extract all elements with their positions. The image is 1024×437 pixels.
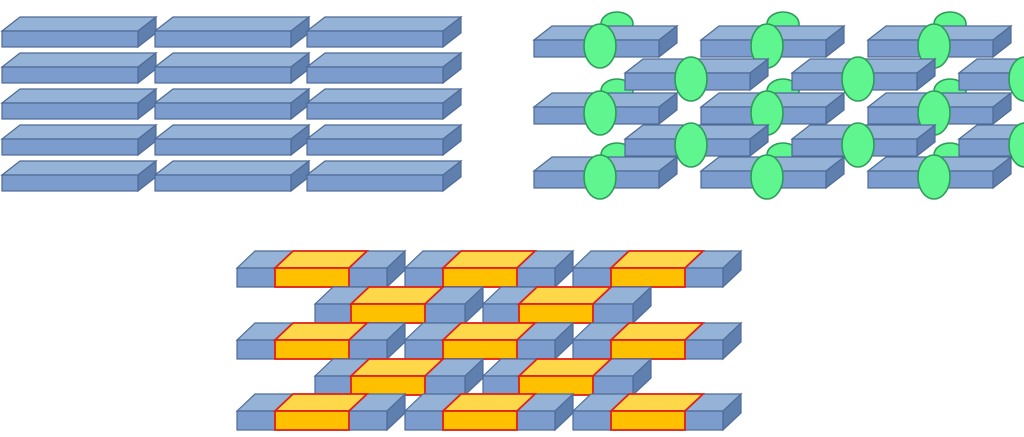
highlight-front-face	[610, 267, 686, 288]
spacer-front	[750, 154, 784, 200]
slab-top-face	[0, 88, 158, 104]
slab-front-face	[154, 174, 292, 192]
sheet-c-main-r2-c2	[571, 392, 743, 432]
highlight-front-face	[610, 339, 686, 360]
slab-top-face	[0, 16, 158, 32]
sheet-c-offset-r0-c0	[313, 285, 485, 325]
sheet-a-r2-c2	[305, 87, 463, 121]
sheet-a-r0-c2	[305, 15, 463, 49]
highlight-front-face	[274, 410, 350, 431]
spacer-front	[917, 154, 951, 200]
sheet-a-r3-c2	[305, 123, 463, 157]
slab-top-face	[0, 52, 158, 68]
spacer-front	[583, 90, 617, 136]
sheet-a-r4-c0	[0, 159, 158, 193]
spacer-front	[583, 154, 617, 200]
slab-top-face	[0, 124, 158, 140]
sheet-a-r1-c2	[305, 51, 463, 85]
panel-sheets-with-spacers	[532, 11, 1024, 200]
sheet-a-r3-c0	[0, 123, 158, 157]
slab-top-face	[305, 160, 463, 176]
highlight-front-face	[274, 267, 350, 288]
highlight-front-face	[518, 303, 594, 324]
sheet-a-r1-c1	[153, 51, 311, 85]
sheet-c-offset-r1-c0	[313, 357, 485, 397]
sheet-a-r0-c1	[153, 15, 311, 49]
slab-top-face	[957, 58, 1024, 74]
slab-front-face	[1, 174, 139, 192]
slab-top-face	[957, 124, 1024, 140]
sheet-a-r0-c0	[0, 15, 158, 49]
slab-front-face	[1, 66, 139, 84]
slab-front-face	[154, 102, 292, 120]
slab-front-face	[154, 138, 292, 156]
sheet-b-offset-r1-c2	[957, 124, 1024, 157]
slab-front-face	[306, 174, 444, 192]
slab-top-face	[305, 16, 463, 32]
slab-top-face	[153, 88, 311, 104]
sheet-b-offset-r0-c2	[957, 58, 1024, 91]
slab-top-face	[305, 52, 463, 68]
highlight-front-face	[518, 375, 594, 396]
highlight-front-face	[350, 303, 426, 324]
slab-front-face	[306, 30, 444, 48]
sheet-c-main-r2-c1	[403, 392, 575, 432]
sheet-a-r4-c2	[305, 159, 463, 193]
slab-top-face	[0, 160, 158, 176]
spacer-front	[1008, 56, 1024, 102]
spacer-front	[674, 56, 708, 102]
highlight-front-face	[610, 410, 686, 431]
spacer-front	[1008, 122, 1024, 168]
slab-top-face	[305, 124, 463, 140]
sheet-a-r3-c1	[153, 123, 311, 157]
panel-sheets-with-highlight-segments	[235, 249, 743, 432]
slab-front-face	[154, 30, 292, 48]
panel-stacked-sheets	[0, 15, 463, 193]
sheet-c-main-r0-c0	[235, 249, 407, 289]
sheet-a-r4-c1	[153, 159, 311, 193]
slab-front-face	[306, 138, 444, 156]
highlight-front-face	[442, 267, 518, 288]
spacer-front	[583, 23, 617, 69]
highlight-front-face	[442, 410, 518, 431]
sheet-c-main-r0-c2	[571, 249, 743, 289]
sheet-c-main-r1-c2	[571, 321, 743, 361]
slab-front-face	[1, 138, 139, 156]
spacer-front	[674, 122, 708, 168]
slab-front-face	[1, 102, 139, 120]
sheet-c-main-r1-c0	[235, 321, 407, 361]
spacer-front	[841, 56, 875, 102]
sheet-a-r1-c0	[0, 51, 158, 85]
highlight-front-face	[442, 339, 518, 360]
spacer-front	[841, 122, 875, 168]
sheet-c-main-r0-c1	[403, 249, 575, 289]
slab-top-face	[153, 124, 311, 140]
sheet-a-r2-c0	[0, 87, 158, 121]
slab-front-face	[154, 66, 292, 84]
highlight-front-face	[350, 375, 426, 396]
sheet-c-offset-r0-c1	[481, 285, 653, 325]
slab-top-face	[153, 16, 311, 32]
sheet-c-offset-r1-c1	[481, 357, 653, 397]
sheet-c-main-r1-c1	[403, 321, 575, 361]
highlight-front-face	[274, 339, 350, 360]
slab-top-face	[153, 160, 311, 176]
slab-front-face	[1, 30, 139, 48]
sheet-c-main-r2-c0	[235, 392, 407, 432]
slab-top-face	[305, 88, 463, 104]
slab-top-face	[153, 52, 311, 68]
sheet-a-r2-c1	[153, 87, 311, 121]
slab-front-face	[306, 102, 444, 120]
slab-front-face	[306, 66, 444, 84]
